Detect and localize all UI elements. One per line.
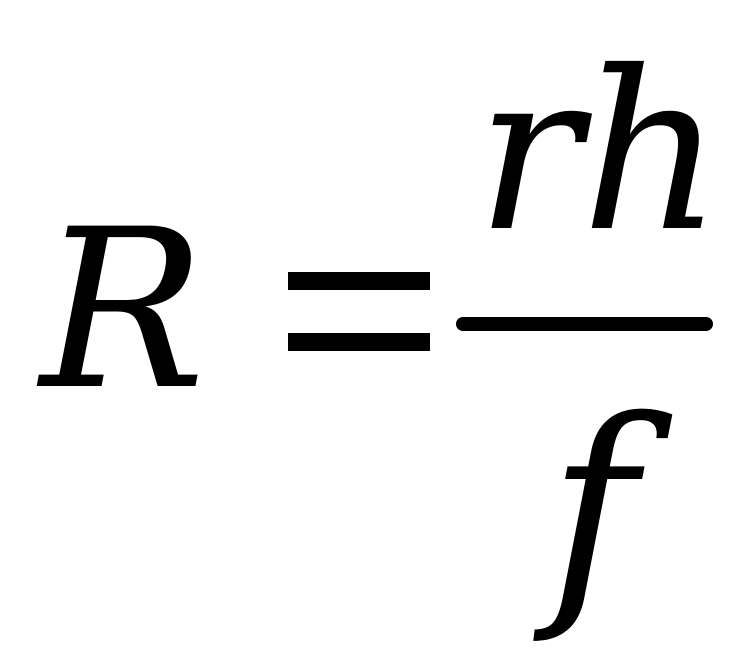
equals-bar-bottom: [288, 333, 430, 351]
fraction-bar: [456, 317, 713, 331]
equals-bar-top: [288, 272, 430, 290]
fraction-denominator: f: [548, 368, 637, 648]
formula-lhs: R: [40, 182, 206, 438]
fraction-numerator: rh: [476, 24, 723, 280]
